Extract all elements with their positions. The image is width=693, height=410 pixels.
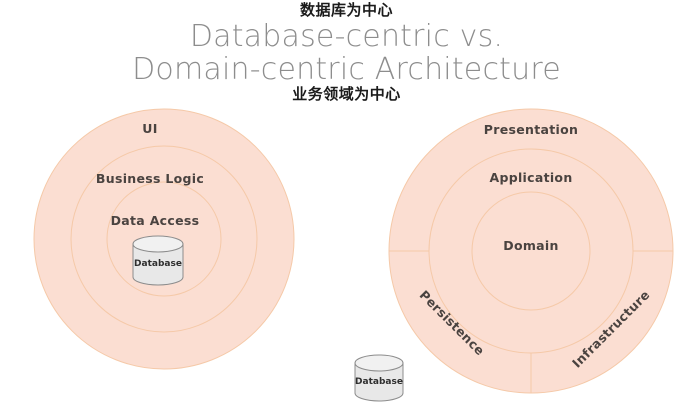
right-diagram-group: Presentation Application Domain Persiste… (388, 108, 674, 394)
cylinder-label: Database (134, 259, 182, 269)
cylinder-body (132, 243, 184, 286)
right-ring-domain (471, 191, 591, 311)
left-database-cylinder: Database (132, 235, 184, 286)
left-ring-label-data-access: Data Access (111, 213, 200, 228)
cylinder-top-ellipse (132, 235, 184, 253)
right-ring-label-application: Application (489, 170, 572, 185)
cylinder-body (354, 362, 404, 402)
bottom-database-cylinder: Database (354, 354, 404, 402)
left-diagram-group: UI Business Logic Data Access Database (33, 108, 295, 370)
right-ring-label-domain: Domain (503, 238, 558, 253)
cylinder-label: Database (355, 377, 403, 387)
left-ring-label-ui: UI (142, 121, 157, 136)
cylinder-top-ellipse (354, 354, 404, 372)
left-ring-label-business-logic: Business Logic (96, 171, 204, 186)
right-ring-label-presentation: Presentation (484, 122, 578, 137)
